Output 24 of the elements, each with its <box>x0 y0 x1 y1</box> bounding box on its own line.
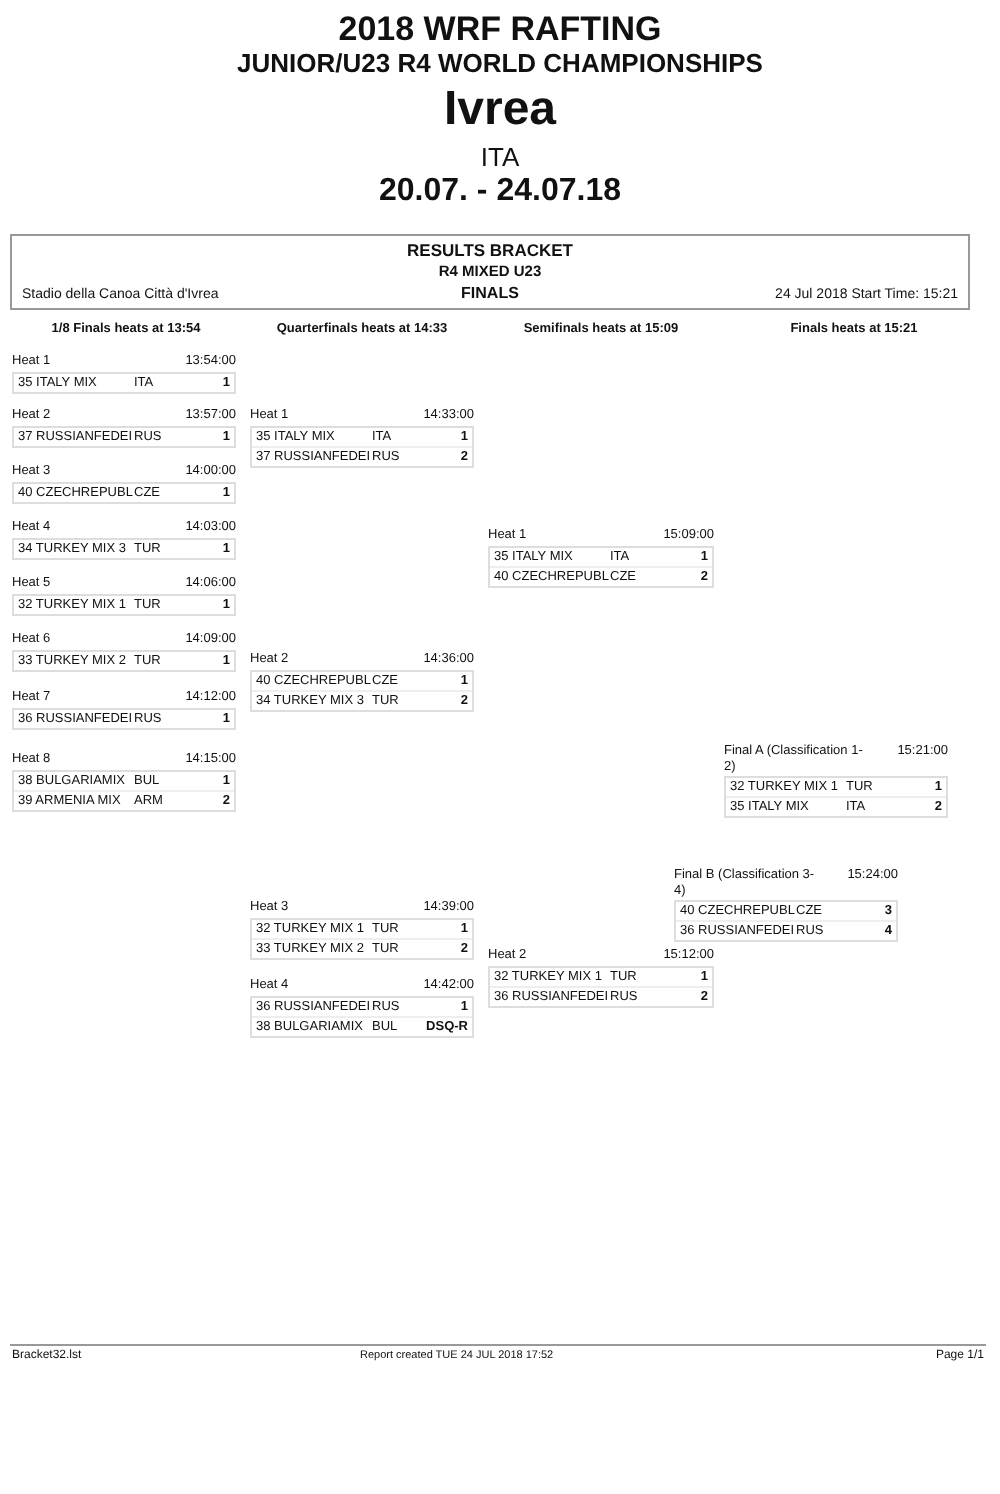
header-panel <box>10 234 970 310</box>
heat-result <box>12 576 236 615</box>
subtitle: JUNIOR/U23 R4 WORLD CHAMPIONSHIPS <box>235 48 765 78</box>
heat-result <box>12 354 236 393</box>
page-title: 2018 WRF RAFTING <box>336 10 664 50</box>
heat-result <box>250 652 474 711</box>
venue-name: Ivrea <box>441 82 559 138</box>
date-range: 20.07. - 24.07.18 <box>377 174 623 210</box>
heat-result <box>488 948 714 1007</box>
heat-result <box>674 868 898 942</box>
heat-result <box>12 464 236 503</box>
heat-result <box>488 528 714 587</box>
country-code: ITA <box>478 142 522 172</box>
heat-result <box>250 978 474 1037</box>
heat-result <box>12 690 236 729</box>
phase-name: FINALS <box>459 284 521 302</box>
heat-result <box>250 900 474 959</box>
heat-result <box>12 520 236 559</box>
heat-result <box>250 408 474 467</box>
heat-result <box>724 744 948 818</box>
heat-result <box>12 752 236 811</box>
heat-result <box>12 408 236 447</box>
report-title: RESULTS BRACKET <box>405 240 575 260</box>
heat-result <box>12 632 236 671</box>
